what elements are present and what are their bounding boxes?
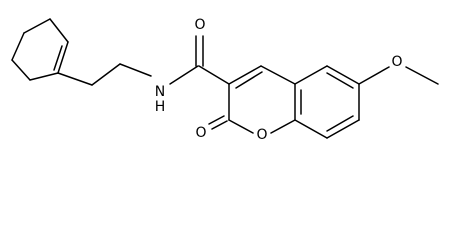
- bond: [57, 72, 93, 86]
- bond: [270, 119, 296, 134]
- bond: [119, 63, 152, 77]
- bond: [326, 119, 360, 139]
- molecule-structure: N H O O O O: [11, 17, 439, 143]
- bond: [260, 65, 296, 85]
- bond: [358, 66, 390, 85]
- bond: [228, 119, 254, 134]
- bond: [91, 63, 121, 86]
- bond: [294, 65, 328, 85]
- bond: [198, 65, 230, 85]
- benzene-ring: [294, 65, 360, 139]
- methoxy-group: [358, 66, 439, 85]
- methoxy-oxygen-label: O: [391, 54, 402, 70]
- molecule-canvas: N H O O O O: [11, 17, 439, 143]
- amide-nitrogen-label: N: [155, 84, 165, 100]
- double-bond: [211, 120, 228, 130]
- bond: [405, 66, 439, 85]
- bond: [49, 18, 69, 43]
- bond: [169, 65, 199, 85]
- cyclohexene-ring: [11, 18, 69, 81]
- bond: [228, 65, 262, 85]
- double-bond-inner: [235, 71, 263, 89]
- amide-hydrogen-label: H: [155, 99, 166, 115]
- atom-labels: N H O O O O: [155, 17, 403, 143]
- bond: [23, 18, 51, 34]
- bond: [29, 72, 59, 81]
- pyranone-ring: [208, 65, 296, 134]
- bond: [11, 59, 31, 81]
- double-bond-inner: [326, 115, 354, 132]
- ring-oxygen-label: O: [256, 127, 267, 143]
- amide-oxygen-label: O: [194, 17, 205, 33]
- double-bond-inner: [53, 45, 63, 71]
- bond: [57, 41, 69, 74]
- double-bond: [208, 115, 225, 125]
- ethyl-linker: [57, 63, 152, 86]
- bond: [294, 119, 328, 139]
- double-bond-inner: [326, 72, 354, 89]
- bond: [326, 65, 360, 85]
- lactone-carbonyl-oxygen-label: O: [195, 125, 206, 141]
- bond: [11, 32, 25, 61]
- amide-group: [169, 35, 230, 85]
